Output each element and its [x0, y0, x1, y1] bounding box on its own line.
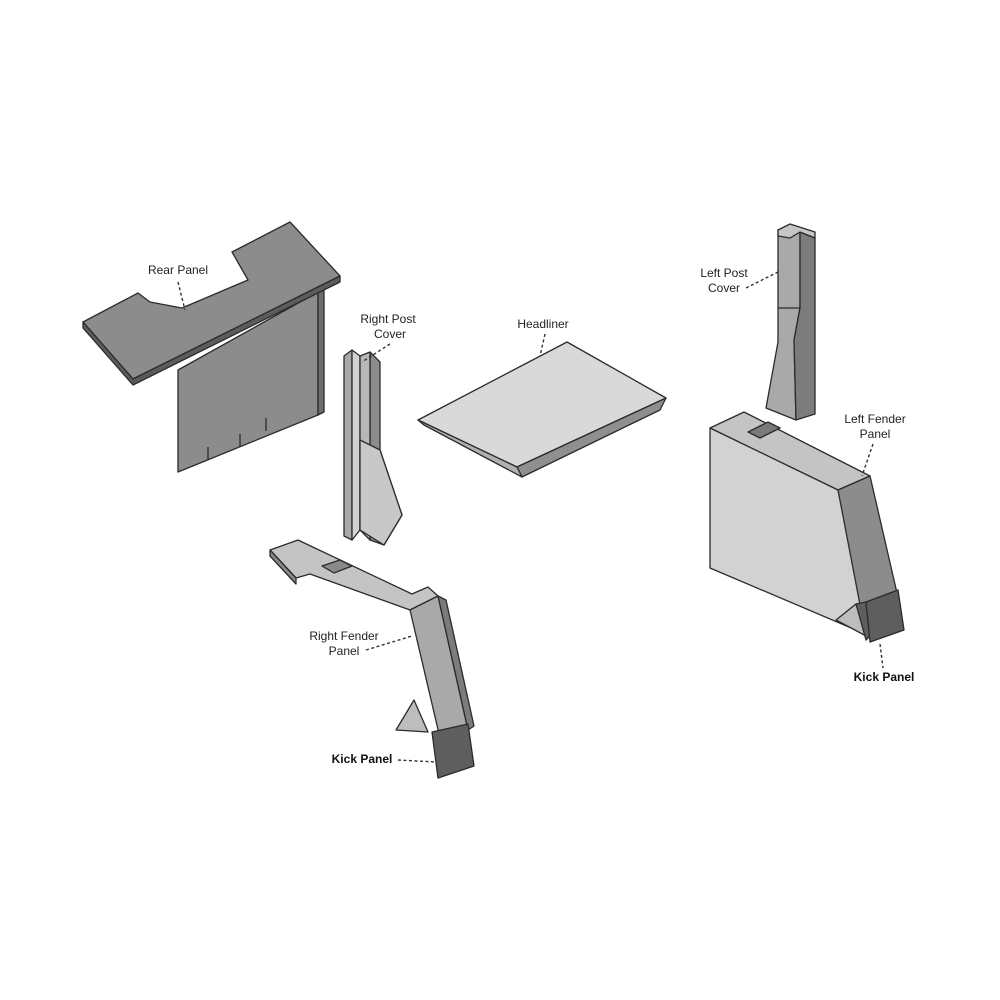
left-post-cover-label-line1: Left Post	[700, 266, 748, 280]
right-fender-panel	[269, 539, 475, 779]
right-fender-panel-label-line2: Panel	[329, 644, 360, 658]
left-post-cover-leader	[745, 271, 779, 289]
label-left-fender-panel: Left Fender Panel	[844, 412, 906, 477]
right-post-cover-label-line1: Right Post	[360, 312, 416, 326]
rear-panel	[82, 221, 341, 473]
right-post-cover	[343, 349, 403, 546]
right-fender-panel-label-line1: Right Fender	[309, 629, 378, 643]
right-fender-gusset	[395, 699, 429, 733]
rear-panel-leader	[177, 281, 186, 311]
left-fender-panel-label-line1: Left Fender	[844, 412, 905, 426]
right-post-cover-front	[343, 349, 353, 541]
label-kick-panel-left: Kick Panel	[854, 643, 915, 684]
headliner-label: Headliner	[517, 317, 568, 331]
label-rear-panel: Rear Panel	[148, 263, 208, 311]
left-post-cover	[765, 223, 816, 421]
right-kick-panel	[431, 723, 475, 779]
label-kick-panel-right: Kick Panel	[332, 752, 437, 766]
headliner	[417, 341, 667, 478]
label-headliner: Headliner	[517, 317, 569, 357]
kick-panel-left-label: Kick Panel	[854, 670, 915, 684]
right-post-cover-flare	[359, 439, 403, 546]
right-post-cover-label-line2: Cover	[374, 327, 406, 341]
right-fender-panel-leader	[365, 635, 413, 651]
right-post-cover-leader	[361, 343, 391, 363]
left-post-cover-label-line2: Cover	[708, 281, 740, 295]
label-right-fender-panel: Right Fender Panel	[309, 629, 413, 658]
left-kick-panel-side	[865, 589, 905, 643]
label-right-post-cover: Right Post Cover	[360, 312, 416, 363]
kick-panel-right-label: Kick Panel	[332, 752, 393, 766]
left-fender-panel-label-line2: Panel	[860, 427, 891, 441]
rear-panel-flange-edge	[82, 275, 341, 386]
right-fender-upright-side	[437, 595, 475, 731]
rear-panel-label: Rear Panel	[148, 263, 208, 277]
label-left-post-cover: Left Post Cover	[700, 266, 779, 295]
right-fender-notch	[321, 559, 353, 574]
left-fender-panel-leader	[861, 443, 874, 477]
rear-panel-lower-side	[317, 289, 325, 416]
right-fender-top-arm	[269, 539, 439, 611]
headliner-side-edge	[417, 419, 523, 478]
headliner-top	[417, 341, 667, 468]
headliner-leader	[539, 333, 546, 357]
kick-panel-left-leader	[879, 643, 884, 669]
left-fender-panel	[709, 411, 905, 643]
left-fender-notch	[747, 421, 781, 439]
kick-panel-right-leader	[397, 759, 437, 763]
right-post-cover-channel	[351, 349, 361, 541]
left-post-cover-top	[777, 223, 816, 239]
right-fender-arm-edge	[269, 549, 297, 585]
